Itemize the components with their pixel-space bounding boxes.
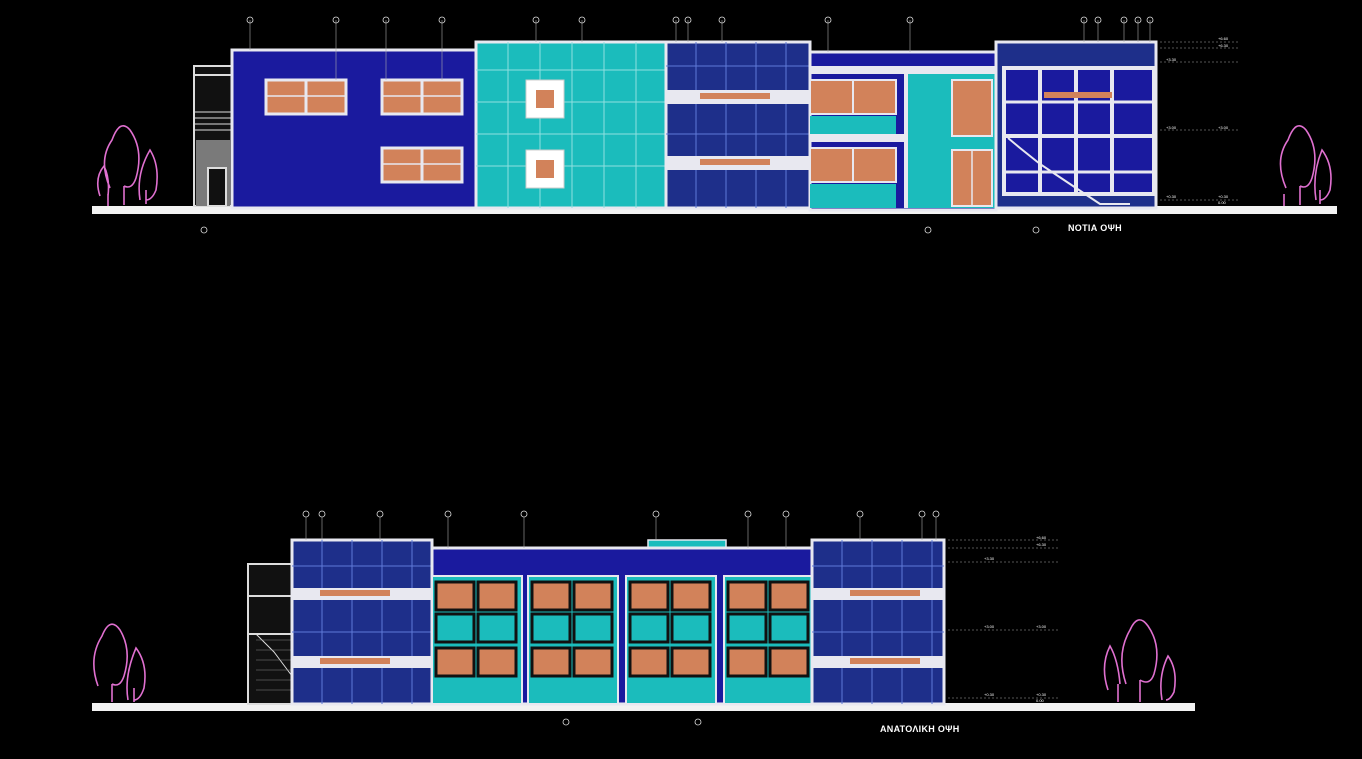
window-band	[264, 78, 464, 184]
ground-line	[92, 703, 1195, 711]
level-mark-top: +6.60	[1036, 535, 1047, 540]
block-navy-grid	[664, 20, 812, 210]
level-mark-mid-right: +3.00	[1036, 624, 1047, 629]
level-mark-mid: +3.00	[1166, 125, 1177, 130]
grid-markers	[200, 16, 1154, 234]
stair-tower-left	[247, 563, 293, 705]
level-mark-ground: 0.00	[1218, 200, 1227, 205]
level-mark-mid: +3.00	[984, 624, 995, 629]
block-stair-frame	[994, 20, 1158, 210]
level-mark-mid-right: +3.00	[1218, 125, 1229, 130]
stair-flight	[1007, 137, 1130, 205]
window-bay	[625, 575, 717, 705]
level-marks: +6.60 +6.30 +3.30 +3.00 +3.00 +0.30 +0.3…	[948, 535, 1060, 703]
level-mark-upper: +6.30	[1036, 542, 1047, 547]
block-cyan-grid	[474, 20, 668, 210]
elevation-title-east: ΑΝΑΤΟΛΙΚΗ ΟΨΗ	[880, 724, 960, 734]
level-mark-ground: 0.00	[1036, 698, 1045, 703]
window-bay	[723, 575, 813, 705]
ground-line	[92, 206, 1337, 214]
entrance-door	[207, 167, 227, 207]
block-central	[430, 539, 814, 706]
south-elevation: +6.60 +6.30 +3.30 +3.00 +3.00 +0.30 +0.3…	[92, 16, 1337, 234]
level-mark-top: +6.60	[1218, 36, 1229, 41]
block-pergola	[808, 20, 998, 212]
stair-tower-left	[193, 65, 233, 207]
block-dark-blue	[230, 20, 480, 210]
east-elevation: +6.60 +6.30 +3.30 +3.00 +3.00 +0.30 +0.3…	[92, 510, 1195, 734]
level-mark-upper: +6.30	[1218, 43, 1229, 48]
block-navy-left	[290, 538, 434, 706]
elevation-title-south: ΝΟΤΙΑ ΟΨΗ	[1068, 223, 1122, 233]
level-marks: +6.60 +6.30 +3.30 +3.00 +3.00 +0.30 +0.3…	[1160, 36, 1240, 205]
window-bay	[431, 575, 523, 705]
level-mark-floor-right: +0.30	[1036, 692, 1047, 697]
block-navy-right	[810, 538, 946, 706]
window-bay	[527, 575, 619, 705]
tree-icon	[96, 124, 1332, 206]
level-mark-roof: +3.30	[1166, 57, 1177, 62]
level-mark-floor-right: +0.30	[1218, 194, 1229, 199]
level-mark-roof: +3.30	[984, 556, 995, 561]
level-mark-floor: +0.30	[984, 692, 995, 697]
level-mark-floor: +0.30	[1166, 194, 1177, 199]
tree-icon	[93, 619, 1176, 702]
